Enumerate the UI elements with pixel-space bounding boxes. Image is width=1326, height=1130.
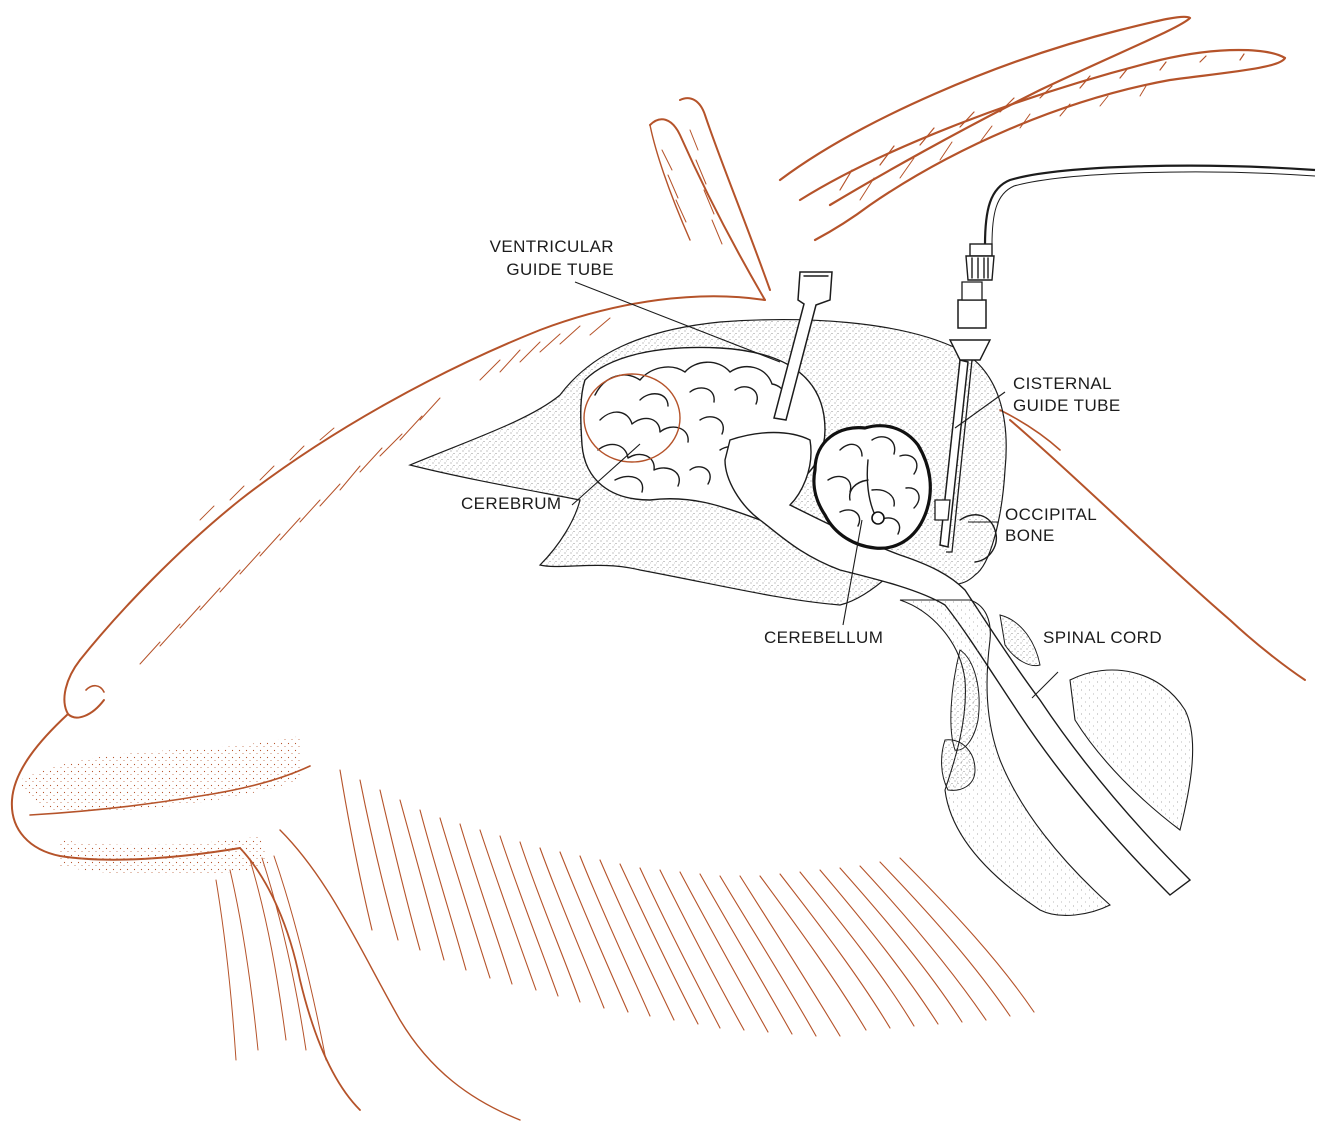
- label-cerebellum-text: CEREBELLUM: [764, 628, 883, 647]
- label-cerebrum-text: CEREBRUM: [461, 494, 562, 513]
- label-occipital-line1: OCCIPITAL: [1005, 505, 1097, 524]
- label-cisternal-line2: GUIDE TUBE: [1013, 396, 1121, 415]
- label-cisternal-line1: CISTERNAL: [1013, 374, 1112, 393]
- leader-spinal-cord: [1032, 672, 1058, 698]
- label-ventricular-line2: GUIDE TUBE: [506, 260, 614, 279]
- label-occipital-line2: BONE: [1005, 526, 1055, 545]
- label-ventricular-line1: VENTRICULAR: [490, 237, 614, 256]
- label-spinal-cord-text: SPINAL CORD: [1043, 628, 1162, 647]
